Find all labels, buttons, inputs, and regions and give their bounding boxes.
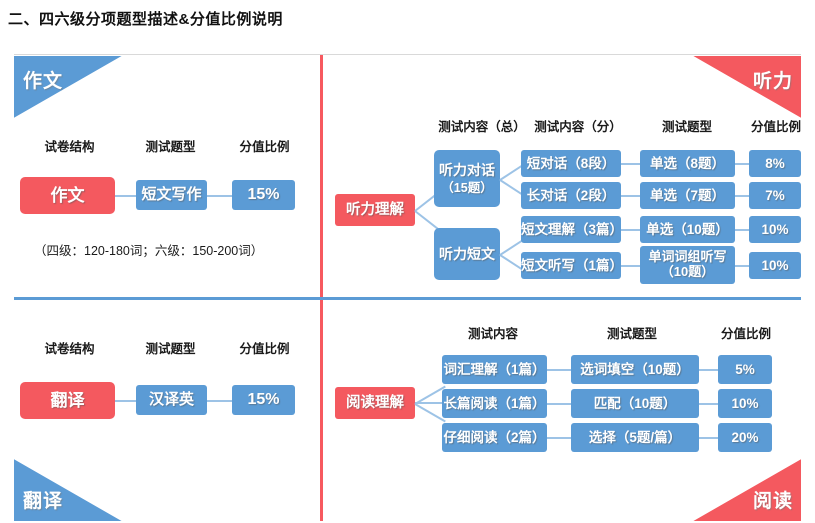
writing-header-score: 分值比例: [239, 140, 290, 154]
listening-row-content-4[interactable]: 短文听写（1篇）: [521, 252, 623, 279]
translation-section-node[interactable]: 翻译: [20, 382, 115, 419]
listening-root-node[interactable]: 听力理解: [335, 194, 415, 226]
reading-row-score-3[interactable]: 20%: [718, 423, 772, 452]
translation-score-node[interactable]: 15%: [232, 385, 295, 415]
reading-row-score-2[interactable]: 10%: [718, 389, 772, 418]
connector-listening-row1-b: [735, 163, 749, 165]
listening-row-score-3[interactable]: 10%: [749, 216, 801, 243]
listening-header-content-sub: 测试内容（分）: [534, 120, 622, 134]
page-title: 二、四六级分项题型描述&分值比例说明: [8, 11, 283, 28]
connector-listening-g2-r3: [499, 240, 523, 256]
connector-listening-row3-b: [735, 229, 749, 231]
listening-row-type-4-line1: 单词词组听写: [648, 249, 727, 265]
triangle-shape: [14, 56, 122, 118]
reading-row-score-1[interactable]: 5%: [718, 355, 772, 384]
listening-group-dialogue-sublabel: （15题）: [441, 180, 493, 195]
translation-header-type: 测试题型: [145, 342, 196, 356]
writing-section-node[interactable]: 作文: [20, 177, 115, 214]
reading-row-type-3[interactable]: 选择（5题/篇）: [571, 423, 699, 452]
writing-note: （四级：120-180词；六级：150-200词）: [34, 244, 264, 258]
listening-group-dialogue-label: 听力对话: [439, 161, 495, 178]
corner-label-translation: 翻译: [23, 491, 64, 512]
writing-header-structure: 试卷结构: [44, 140, 95, 154]
connector-translation-1: [115, 400, 136, 402]
listening-header-score: 分值比例: [750, 120, 801, 134]
translation-header-score: 分值比例: [239, 342, 290, 356]
corner-ribbon-reading: 阅读: [693, 459, 801, 521]
listening-header-type: 测试题型: [661, 120, 712, 134]
reading-row-content-1[interactable]: 词汇理解（1篇）: [442, 355, 547, 384]
triangle-shape: [693, 56, 801, 118]
corner-label-writing: 作文: [23, 71, 64, 92]
listening-row-score-2[interactable]: 7%: [749, 182, 801, 209]
connector-listening-g1-r2: [499, 179, 523, 195]
listening-row-content-2[interactable]: 长对话（2段）: [521, 182, 621, 209]
triangle-shape: [14, 459, 122, 521]
reading-header-score: 分值比例: [720, 327, 771, 341]
connector-listening-row4-b: [735, 265, 749, 267]
vertical-divider: [320, 55, 323, 521]
corner-label-reading: 阅读: [752, 491, 793, 512]
reading-header-type: 测试题型: [606, 327, 657, 341]
connector-reading-row1-a: [547, 369, 571, 371]
horizontal-divider: [14, 297, 801, 300]
corner-ribbon-writing: 作文: [14, 56, 122, 118]
connector-writing-2: [207, 195, 232, 197]
connector-listening-row2-a: [621, 195, 640, 197]
reading-header-content: 测试内容: [467, 327, 518, 341]
listening-header-content-total: 测试内容（总）: [438, 120, 526, 134]
translation-type-node[interactable]: 汉译英: [136, 385, 207, 415]
corner-label-listening: 听力: [752, 71, 793, 92]
corner-ribbon-translation: 翻译: [14, 459, 122, 521]
connector-reading-row3-a: [547, 437, 571, 439]
connector-reading-row2-a: [547, 403, 571, 405]
translation-header-structure: 试卷结构: [44, 342, 95, 356]
listening-row-content-3[interactable]: 短文理解（3篇）: [521, 216, 623, 243]
connector-listening-g1-r1: [499, 165, 523, 181]
reading-row-type-1[interactable]: 选词填空（10题）: [571, 355, 699, 384]
listening-row-type-4-line2: （10题）: [660, 264, 715, 279]
listening-row-type-3[interactable]: 单选（10题）: [640, 216, 735, 243]
corner-ribbon-listening: 听力: [693, 56, 801, 118]
connector-reading-row1-b: [699, 369, 718, 371]
connector-reading-row3-b: [699, 437, 718, 439]
listening-row-score-4[interactable]: 10%: [749, 252, 801, 279]
connector-writing-1: [115, 195, 136, 197]
listening-row-type-4[interactable]: 单词词组听写 （10题）: [640, 246, 735, 284]
reading-row-type-2[interactable]: 匹配（10题）: [571, 389, 699, 418]
listening-row-content-1[interactable]: 短对话（8段）: [521, 150, 621, 177]
reading-root-node[interactable]: 阅读理解: [335, 387, 415, 419]
connector-listening-row2-b: [735, 195, 749, 197]
connector-listening-g2-r4: [499, 254, 523, 270]
connector-reading-row2-b: [699, 403, 718, 405]
listening-row-score-1[interactable]: 8%: [749, 150, 801, 177]
triangle-shape: [693, 459, 801, 521]
writing-score-node[interactable]: 15%: [232, 180, 295, 210]
connector-listening-row4-a: [621, 265, 640, 267]
connector-translation-2: [207, 400, 232, 402]
connector-listening-row3-a: [621, 229, 640, 231]
title-divider: [14, 54, 801, 55]
connector-listening-row1-a: [621, 163, 640, 165]
writing-type-node[interactable]: 短文写作: [136, 180, 207, 210]
listening-group-dialogue[interactable]: 听力对话 （15题）: [434, 150, 500, 207]
listening-group-passage[interactable]: 听力短文: [434, 228, 500, 280]
listening-row-type-2[interactable]: 单选（7题）: [640, 182, 735, 209]
reading-row-content-2[interactable]: 长篇阅读（1篇）: [442, 389, 547, 418]
reading-row-content-3[interactable]: 仔细阅读（2篇）: [442, 423, 547, 452]
listening-row-type-1[interactable]: 单选（8题）: [640, 150, 735, 177]
connector-reading-r2: [415, 402, 445, 404]
writing-header-type: 测试题型: [145, 140, 196, 154]
